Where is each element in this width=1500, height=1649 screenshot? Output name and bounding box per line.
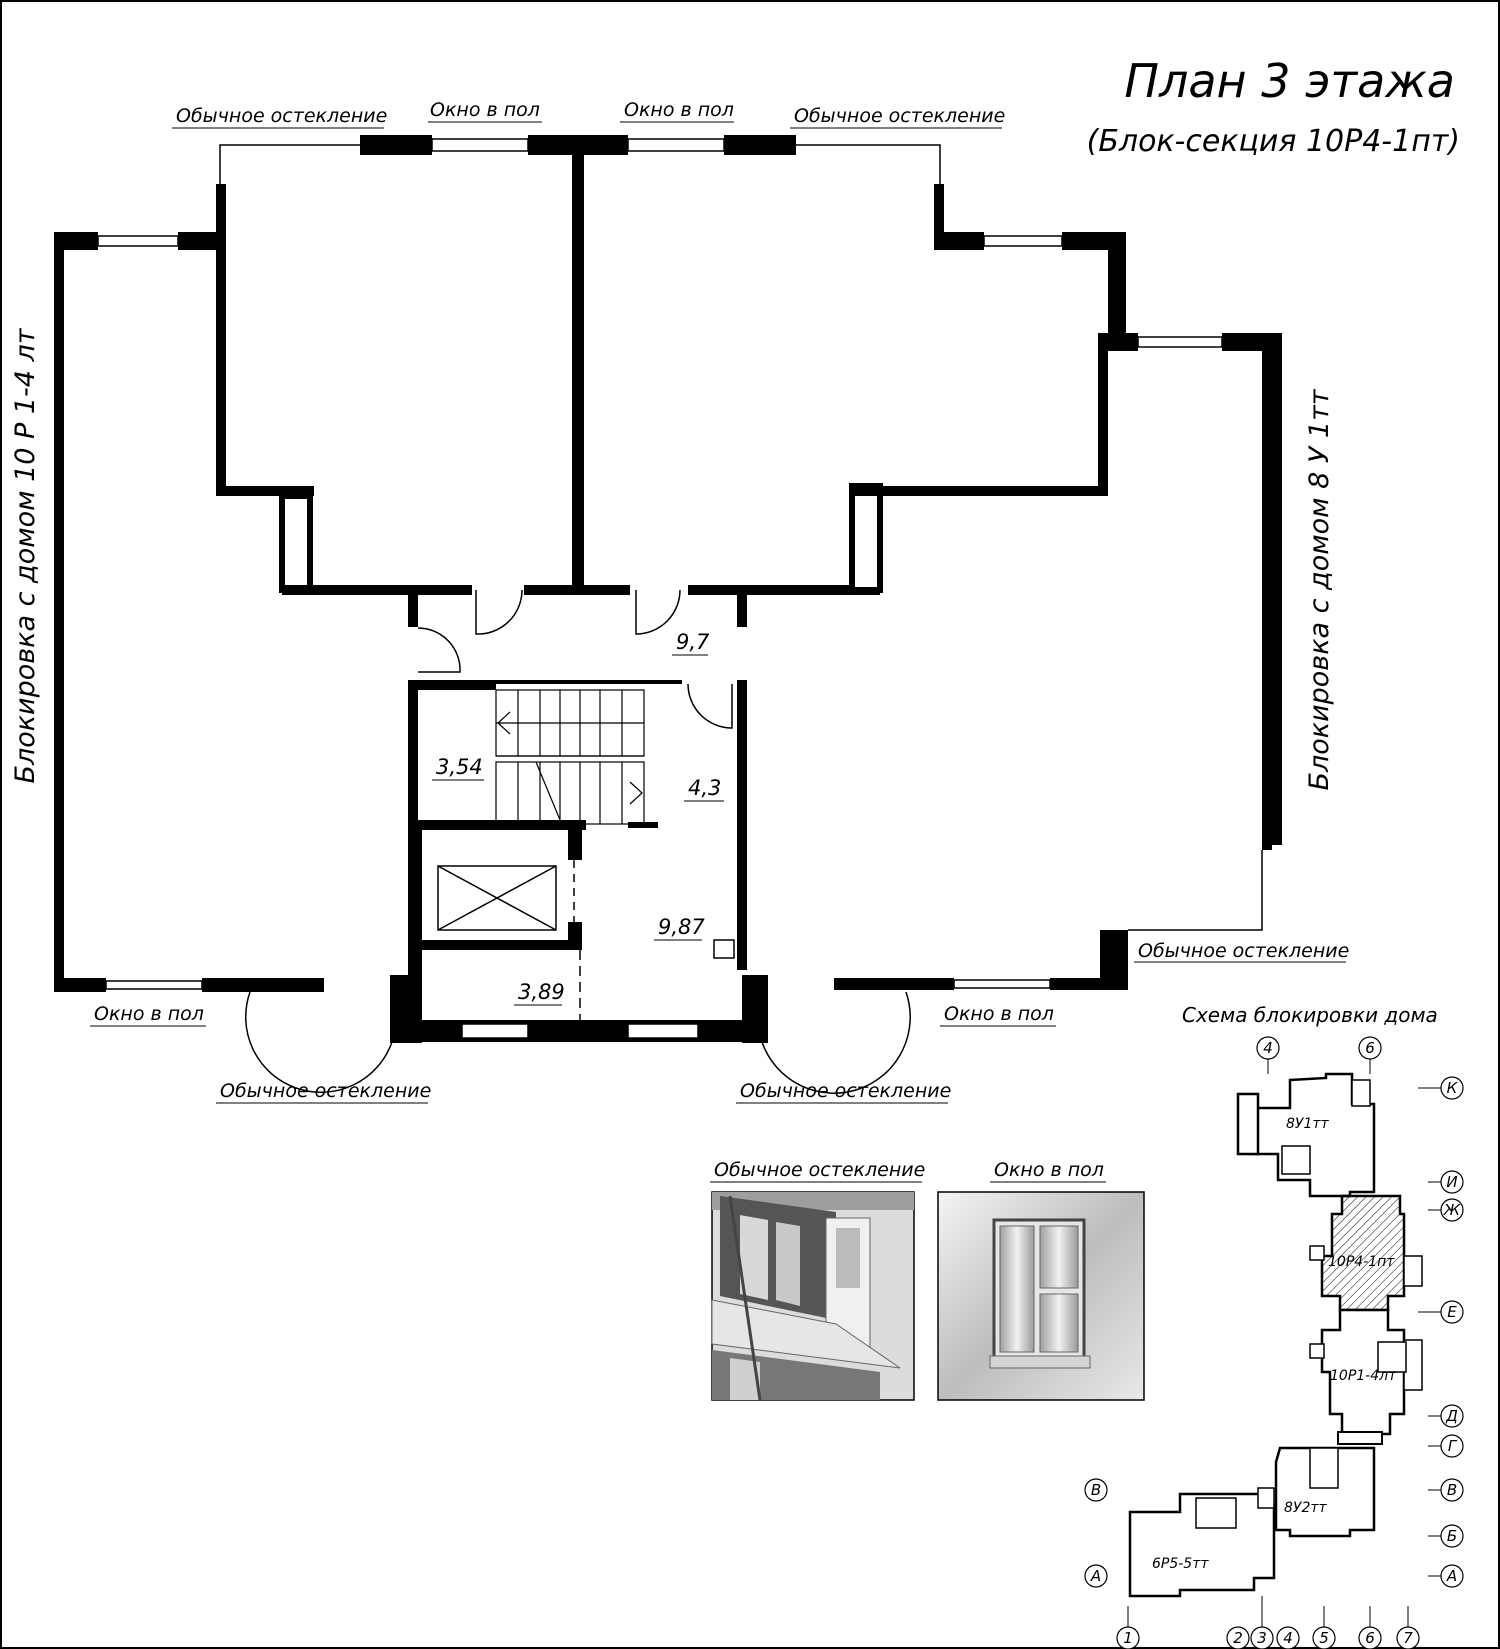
- label-top-left-regular: Обычное остекление: [176, 105, 387, 127]
- side-label-right: Блокировка с домом 8 У 1тт: [1304, 388, 1335, 790]
- scheme-label-10r1-4lt: 10Р1-4лт: [1330, 1368, 1397, 1384]
- legend: Обычное остекление Окно в пол: [710, 1159, 1145, 1401]
- label-bottom-right-floor: Окно в пол: [944, 1003, 1054, 1025]
- side-label-left: Блокировка с домом 10 Р 1-4 лт: [10, 327, 41, 783]
- scheme-section-8u1tt: [1236, 1072, 1376, 1198]
- svg-text:Е: Е: [1447, 1303, 1457, 1321]
- floor-window-render: [937, 1191, 1145, 1401]
- walls: [54, 135, 1282, 1043]
- area-corridor: 9,7: [676, 630, 710, 654]
- page-subtitle: (Блок-секция 10Р4-1пт): [1087, 124, 1460, 159]
- regular-glazing-render: [711, 1191, 915, 1401]
- svg-text:6: 6: [1365, 1039, 1375, 1057]
- legend-floor-label: Окно в пол: [994, 1159, 1104, 1181]
- svg-text:5: 5: [1319, 1629, 1329, 1647]
- windows: [97, 138, 1223, 1039]
- elevator-shaft: [437, 860, 735, 1020]
- svg-text:А: А: [1446, 1567, 1457, 1585]
- svg-text:4: 4: [1283, 1629, 1293, 1647]
- svg-text:1: 1: [1123, 1629, 1133, 1647]
- label-top-left-floor: Окно в пол: [430, 99, 540, 121]
- label-top-right-regular: Обычное остекление: [794, 105, 1005, 127]
- staircase: [495, 689, 645, 825]
- svg-text:В: В: [1447, 1481, 1457, 1499]
- svg-text:Б: Б: [1447, 1527, 1457, 1545]
- doors: [417, 589, 733, 729]
- svg-text:6: 6: [1365, 1629, 1375, 1647]
- scheme-section-10r1-4lt: [1309, 1308, 1423, 1436]
- area-stair-left: 3,54: [436, 755, 483, 779]
- svg-text:Ж: Ж: [1443, 1201, 1461, 1219]
- svg-text:Г: Г: [1448, 1437, 1458, 1455]
- label-bottom-right-regular: Обычное остекление: [740, 1080, 951, 1102]
- svg-text:7: 7: [1403, 1629, 1413, 1647]
- legend-regular-label: Обычное остекление: [714, 1159, 925, 1181]
- label-right-regular: Обычное остекление: [1138, 940, 1349, 962]
- glazing-labels: Обычное остекление Окно в пол Окно в пол…: [90, 99, 1349, 1104]
- room-areas: 9,7 3,54 4,3 9,87 3,89: [432, 630, 724, 1006]
- area-lower-room: 3,89: [518, 980, 565, 1004]
- scheme-label-6r5-5tt: 6Р5-5тт: [1152, 1556, 1209, 1572]
- scheme-section-6r5-5tt: [1128, 1487, 1276, 1598]
- scheme-label-8u1tt: 8У1тт: [1286, 1116, 1330, 1132]
- label-bottom-left-regular: Обычное остекление: [220, 1080, 431, 1102]
- scheme-title: Схема блокировки дома: [1182, 1003, 1438, 1027]
- label-top-right-floor: Окно в пол: [624, 99, 734, 121]
- scheme-label-10r4-1pt: 10Р4-1пт: [1328, 1254, 1395, 1270]
- svg-text:В: В: [1091, 1481, 1101, 1499]
- scheme-axis-ticks: [1127, 1059, 1441, 1627]
- scheme-axis-labels: К И Ж Е Д Г В Б А В А 4 6 1 2 3 4 5 6 7: [1090, 1039, 1461, 1647]
- regular-glazing-lines: [219, 144, 1263, 1094]
- area-lift-hall: 9,87: [658, 915, 705, 939]
- scheme-connector: [1337, 1431, 1383, 1445]
- scheme-section-8u2tt: [1274, 1446, 1376, 1538]
- scheme-section-10r4-1pt: [1309, 1194, 1423, 1312]
- svg-text:4: 4: [1263, 1039, 1273, 1057]
- svg-text:И: И: [1446, 1173, 1457, 1191]
- svg-text:Д: Д: [1445, 1407, 1458, 1425]
- area-stair-right: 4,3: [688, 776, 721, 800]
- label-bottom-left-floor: Окно в пол: [94, 1003, 204, 1025]
- svg-text:К: К: [1447, 1079, 1459, 1097]
- page-title: План 3 этажа: [1124, 54, 1455, 108]
- blocking-scheme: Схема блокировки дома 8У1тт 10Р4-1пт 10Р…: [1084, 1003, 1464, 1649]
- svg-text:2: 2: [1233, 1629, 1243, 1647]
- svg-text:А: А: [1090, 1567, 1101, 1585]
- svg-text:3: 3: [1257, 1629, 1267, 1647]
- scheme-label-8u2tt: 8У2тт: [1284, 1500, 1328, 1516]
